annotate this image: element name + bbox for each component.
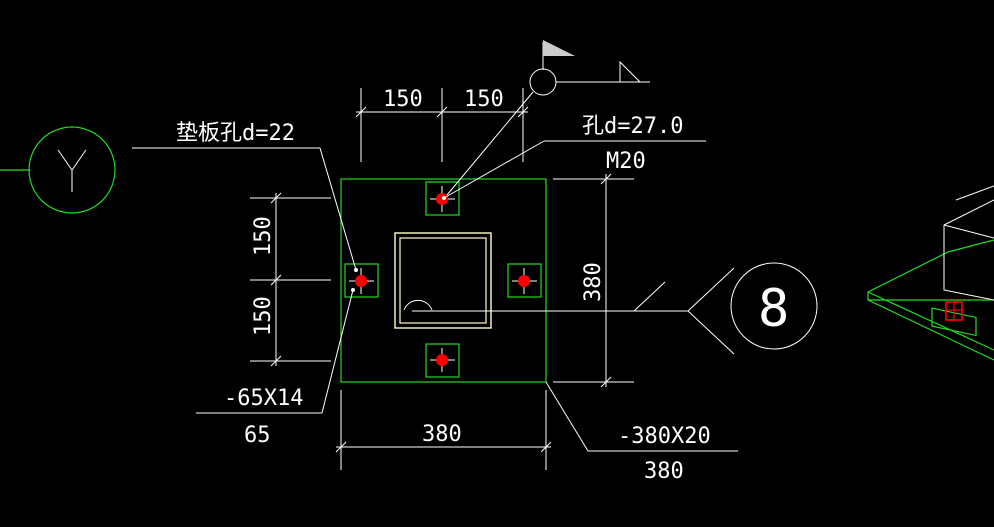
bolt-top (436, 193, 448, 205)
washer-bottom (425, 343, 460, 378)
dimension-top: 150 150 (355, 87, 529, 162)
weld-flag-symbol (446, 40, 650, 196)
dim-left-lower: 150 (251, 296, 276, 336)
leader-washer-hole: 垫板孔d=22 (132, 121, 358, 272)
dimension-left: 150 150 (250, 192, 331, 367)
leader-washer-size: -65X14 65 (196, 288, 355, 448)
flag-icon (543, 40, 575, 56)
leader-hole: 孔d=27.0 M20 (442, 114, 706, 200)
washer-right (507, 263, 542, 298)
dim-bottom-width: 380 (422, 422, 462, 447)
label-washer-size: -65X14 (224, 386, 303, 411)
column-section (394, 232, 492, 329)
washer-left (344, 263, 379, 298)
label-plate-size: -380X20 (618, 424, 711, 449)
dim-left-upper: 150 (251, 216, 276, 256)
dim-right-height: 380 (581, 262, 606, 302)
bolt-left (355, 275, 367, 287)
bolt-right (518, 275, 530, 287)
label-washer-width: 65 (244, 423, 271, 448)
section-bubble (730, 262, 818, 350)
dimension-right: 380 (553, 173, 634, 388)
leader-plate-size: -380X20 380 (545, 381, 738, 484)
dimension-bottom: 380 (335, 390, 552, 470)
label-plate-width: 380 (644, 459, 684, 484)
axis-tag: Y (0, 0, 1, 1)
label-bolt-size: M20 (606, 149, 646, 174)
label-washer-hole: 垫板孔d=22 (176, 121, 295, 146)
dim-top-left: 150 (383, 87, 423, 112)
dim-top-right: 150 (464, 87, 504, 112)
label-hole: 孔d=27.0 (582, 114, 683, 139)
section-tag: 8 (758, 279, 789, 339)
weld-fillet-symbol: 8 (412, 262, 818, 355)
base-plate (340, 178, 547, 383)
bolt-bottom (436, 354, 448, 366)
axis-bubble-y (0, 126, 116, 214)
model-preview-3d[interactable] (867, 185, 994, 361)
